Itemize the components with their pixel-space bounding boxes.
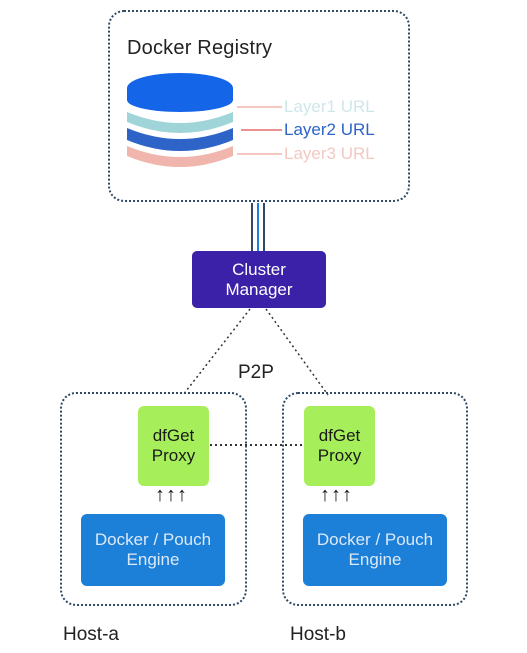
dfget-proxy-b: dfGet Proxy bbox=[304, 406, 375, 486]
host-b-box bbox=[282, 392, 468, 606]
proxy-a-line2: Proxy bbox=[151, 446, 196, 465]
layer3-url-label: Layer3 URL bbox=[284, 144, 375, 163]
proxy-b-line1: dfGet bbox=[318, 426, 361, 445]
proxy-b-line2: Proxy bbox=[317, 446, 362, 465]
docker-registry-box bbox=[108, 10, 410, 202]
proxy-a-line1: dfGet bbox=[152, 426, 195, 445]
host-a-box bbox=[60, 392, 247, 606]
cm-to-host-a-line bbox=[182, 308, 251, 396]
cluster-manager-box: Cluster Manager bbox=[192, 251, 326, 308]
cluster-manager-line2: Manager bbox=[225, 279, 293, 299]
cluster-manager-line1: Cluster bbox=[232, 259, 286, 279]
arrows-up-icon: ↑↑↑ bbox=[155, 484, 188, 506]
engine-b-line2: Engine bbox=[348, 550, 402, 569]
database-icon bbox=[127, 73, 233, 167]
engine-b: Docker / Pouch Engine bbox=[303, 514, 447, 586]
registry-title: Docker Registry bbox=[127, 37, 273, 59]
host-a-label: Host-a bbox=[63, 624, 119, 645]
engine-b-line1: Docker / Pouch bbox=[316, 530, 434, 549]
layer1-url-label: Layer1 URL bbox=[284, 97, 375, 116]
engine-a-line1: Docker / Pouch bbox=[94, 530, 212, 549]
p2p-label: P2P bbox=[238, 362, 274, 383]
engine-a-line2: Engine bbox=[126, 550, 180, 569]
layer2-url-label: Layer2 URL bbox=[284, 120, 375, 139]
host-b-label: Host-b bbox=[290, 624, 346, 645]
arrows-up-icon: ↑↑↑ bbox=[320, 484, 353, 506]
dfget-proxy-a: dfGet Proxy bbox=[138, 406, 209, 486]
cm-to-host-b-line bbox=[265, 308, 329, 396]
registry-link bbox=[251, 203, 265, 251]
engine-a: Docker / Pouch Engine bbox=[81, 514, 225, 586]
